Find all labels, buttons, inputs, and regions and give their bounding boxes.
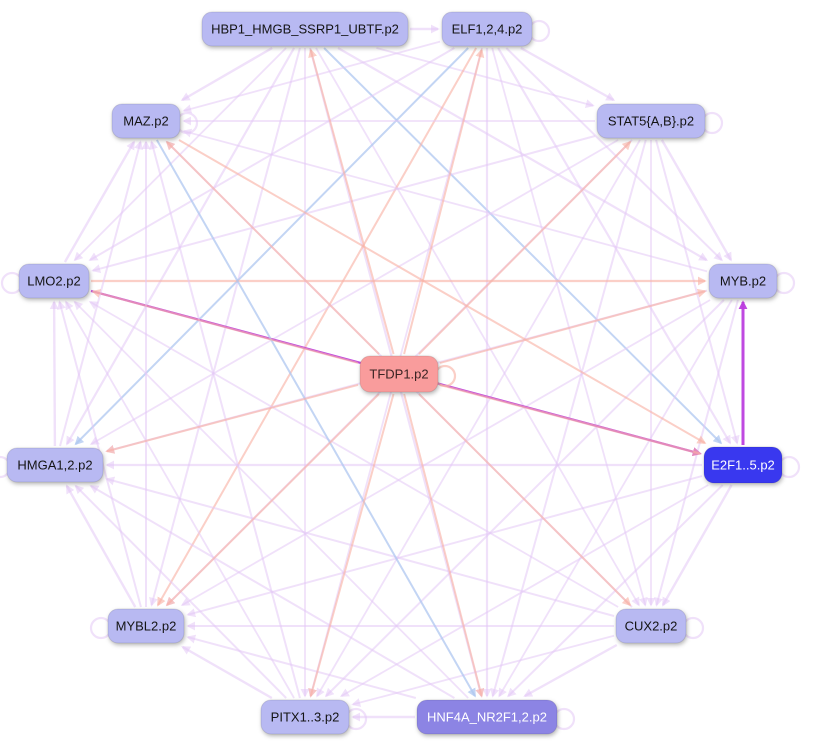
edge-tfdp1-cux2 [418, 393, 632, 607]
node-box-hbp1[interactable] [201, 11, 409, 47]
edge-e2f1-cux2 [661, 484, 733, 607]
edge-stat5-lmo2 [91, 135, 596, 274]
node-mybl2[interactable]: MYBL2.p2 [107, 608, 185, 644]
edge-hbp1-lmo2 [73, 47, 287, 262]
edge-tfdp1-pitx1 [308, 393, 395, 698]
edge-e2f1-mybl2 [186, 475, 703, 618]
edge-tfdp1-e2f1 [439, 383, 702, 457]
edge-cux2-hnf4a [523, 643, 618, 698]
edge-elf1-stat5 [520, 46, 616, 102]
node-elf1[interactable]: ELF1,2,4.p2 [441, 11, 533, 47]
edge-tfdp1-maz [165, 140, 380, 355]
edge-elf1-maz [182, 40, 441, 114]
node-box-elf1[interactable] [441, 11, 533, 47]
node-box-lmo2[interactable] [18, 263, 90, 299]
edge-maz-e2f1 [178, 139, 707, 444]
edge-hnf4a-mybl2 [186, 634, 417, 699]
edge-e2f1-pitx1 [339, 484, 709, 697]
edge-pitx1-lmo2 [65, 300, 295, 699]
node-box-mybl2[interactable] [107, 608, 185, 644]
node-hmga1[interactable]: HMGA1,2.p2 [6, 447, 104, 483]
edge-hnf4a-hmga1 [89, 485, 455, 699]
node-cux2[interactable]: CUX2.p2 [615, 608, 687, 644]
node-box-pitx1[interactable] [260, 699, 350, 735]
node-pitx1[interactable]: PITX1..3.p2 [260, 699, 350, 735]
node-maz[interactable]: MAZ.p2 [111, 103, 181, 139]
node-hbp1[interactable]: HBP1_HMGB_SSRP1_UBTF.p2 [201, 11, 409, 47]
edge-cux2-hmga1 [105, 476, 615, 617]
edge-tfdp1-hnf4a [403, 393, 485, 698]
node-box-cux2[interactable] [615, 608, 687, 644]
edge-myb-maz [182, 128, 708, 273]
edge-stat5-e2f1 [655, 139, 740, 445]
node-box-maz[interactable] [111, 103, 181, 139]
edge-mybl2-hmga1 [65, 484, 137, 608]
edge-pitx1-mybl2 [181, 645, 273, 700]
edge-tfdp1-lmo2 [91, 289, 359, 364]
edge-hbp1-e2f1 [323, 47, 723, 445]
node-tfdp1[interactable]: TFDP1.p2 [359, 355, 439, 393]
edge-stat5-myb [660, 139, 732, 262]
edge-tfdp1-elf1 [403, 48, 485, 355]
edge-stat5-hmga1 [89, 139, 619, 445]
node-box-stat5[interactable] [596, 103, 706, 139]
node-lmo2[interactable]: LMO2.p2 [18, 263, 90, 299]
edge-lmo2-maz [63, 140, 135, 263]
edge-hbp1-maz [180, 46, 273, 102]
edge-hmga1-lmo2 [49, 300, 59, 447]
edge-myb-hnf4a [498, 299, 733, 698]
node-myb[interactable]: MYB.p2 [708, 263, 778, 299]
edge-tfdp1-myb [439, 288, 707, 364]
edge-elf1-cux2 [491, 47, 648, 607]
edge-myb-pitx1 [324, 299, 725, 698]
edge-tfdp1-hbp1 [308, 48, 395, 355]
edge-elf1-myb [505, 47, 723, 262]
edge-stat5-pitx1 [316, 139, 641, 698]
node-stat5[interactable]: STAT5{A,B}.p2 [596, 103, 706, 139]
edge-maz-hnf4a [156, 139, 476, 698]
node-box-e2f1[interactable] [703, 446, 783, 484]
node-hnf4a[interactable]: HNF4A_NR2F1,2.p2 [416, 699, 558, 735]
edge-hbp1-cux2 [315, 47, 640, 607]
node-box-hnf4a[interactable] [416, 699, 558, 735]
node-e2f1[interactable]: E2F1..5.p2 [703, 446, 783, 484]
node-box-myb[interactable] [708, 263, 778, 299]
edge-elf1-mybl2 [157, 47, 478, 607]
edge-hbp1-stat5 [376, 47, 595, 109]
node-box-hmga1[interactable] [6, 447, 104, 483]
edge-tfdp1-stat5 [418, 140, 632, 355]
edge-cux2-lmo2 [88, 301, 619, 608]
edge-tfdp1-hmga1 [105, 383, 359, 454]
edge-hbp1-hmga1 [66, 47, 296, 446]
edge-tfdp1-mybl2 [165, 393, 380, 607]
edge-elf1-e2f1 [497, 47, 732, 445]
node-box-tfdp1[interactable] [359, 355, 439, 393]
edge-myb-mybl2 [180, 299, 711, 606]
edge-cux2-pitx1 [351, 634, 615, 707]
